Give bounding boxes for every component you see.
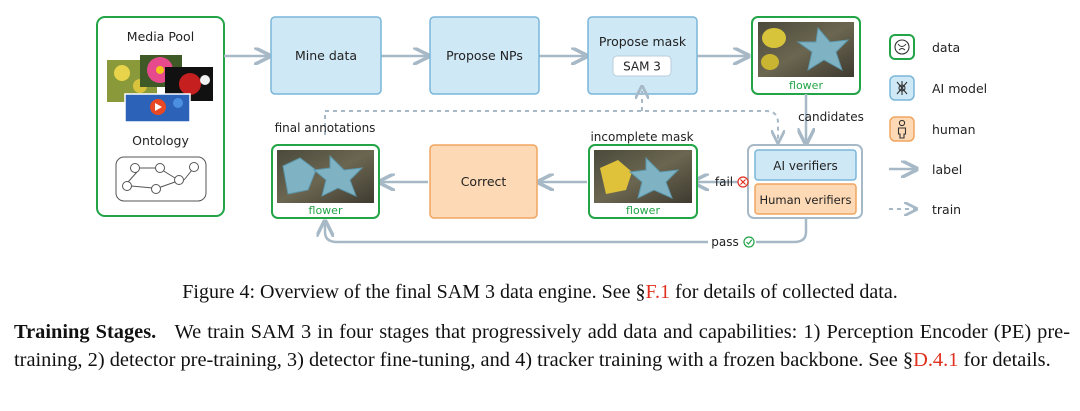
candidate-image-card: flower xyxy=(751,16,861,95)
ontology-label: Ontology xyxy=(132,133,189,148)
arrow-pass xyxy=(325,218,808,244)
pass-check-icon xyxy=(743,236,755,248)
candidates-label: candidates xyxy=(798,110,864,124)
sam3-chip xyxy=(612,55,672,77)
ontology-graph-icon xyxy=(115,156,207,202)
paragraph-body-end: for details. xyxy=(958,349,1051,371)
final-annotation-image-card: flower xyxy=(271,144,380,219)
incomplete-mask-image-card: flower xyxy=(588,144,698,219)
media-thumbnails xyxy=(107,55,213,123)
caption-section-link[interactable]: F.1 xyxy=(645,281,671,303)
correct-label: Correct xyxy=(461,174,507,189)
svg-text:AI model: AI model xyxy=(932,81,987,96)
paragraph-section-link[interactable]: D.4.1 xyxy=(913,349,959,371)
sam3-label: SAM 3 xyxy=(623,60,661,74)
paragraph-heading: Training Stages. xyxy=(14,321,157,343)
propose-mask-label: Propose mask xyxy=(599,34,687,49)
figure-caption: Figure 4: Overview of the final SAM 3 da… xyxy=(0,281,1080,304)
final-annotations-label: final annotations xyxy=(275,121,376,135)
mine-data-box xyxy=(270,16,382,95)
candidate-flower-label: flower xyxy=(789,79,823,92)
final-flower-label: flower xyxy=(309,204,343,217)
caption-text-end: for details of collected data. xyxy=(670,281,898,303)
train-arrow-final xyxy=(324,110,778,141)
propose-nps-box xyxy=(429,16,540,95)
svg-text:label: label xyxy=(932,162,962,177)
pass-label: pass xyxy=(711,235,738,249)
data-engine-diagram: Media Pool Ontology xyxy=(96,16,987,249)
fail-x-icon xyxy=(737,176,749,188)
incomplete-mask-label: incomplete mask xyxy=(590,130,693,144)
propose-nps-label: Propose NPs xyxy=(446,48,523,63)
mine-data-label: Mine data xyxy=(295,48,357,63)
svg-text:train: train xyxy=(932,202,961,217)
fail-label: fail xyxy=(715,175,733,189)
human-verifiers-label: Human verifiers xyxy=(760,193,852,207)
incomplete-flower-label: flower xyxy=(626,204,660,217)
legend: data AI model human label train xyxy=(889,34,987,217)
media-pool-label: Media Pool xyxy=(127,29,194,44)
ai-verifiers-box xyxy=(754,149,857,181)
correct-box xyxy=(429,144,538,219)
paragraph-body: We train SAM 3 in four stages that progr… xyxy=(14,321,1071,371)
svg-text:data: data xyxy=(932,40,960,55)
human-verifiers-box xyxy=(754,183,857,215)
svg-text:human: human xyxy=(932,122,976,137)
human-icon xyxy=(889,116,915,142)
caption-text: Figure 4: Overview of the final SAM 3 da… xyxy=(182,281,646,303)
training-stages-paragraph: Training Stages. We train SAM 3 in four … xyxy=(14,318,1070,374)
ai-verifiers-label: AI verifiers xyxy=(773,159,837,173)
